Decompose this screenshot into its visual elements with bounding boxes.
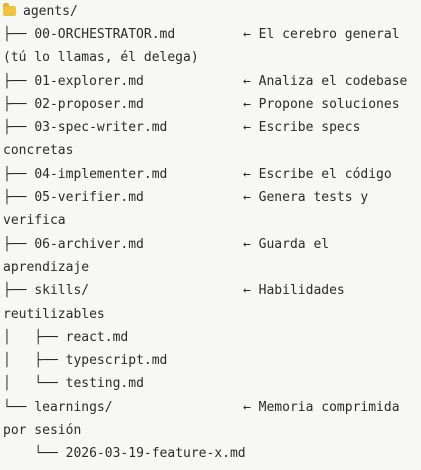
comment-continuation: reutilizables (3, 303, 421, 326)
tree-branch: ├── (3, 73, 35, 89)
file-name: 06-archiver.md (34, 236, 144, 252)
file-name: 2026-03-19-feature-x.md (65, 446, 246, 462)
file-comment: ← Genera tests y (243, 190, 369, 206)
tree-branch: ├── (3, 236, 35, 252)
file-name: 00-ORCHESTRATOR.md (34, 27, 176, 42)
tree-entry-skills: ├── skills/ ← Habilidades (3, 279, 421, 302)
folder-name: skills/ (34, 283, 90, 299)
file-name: 01-explorer.md (34, 73, 144, 89)
file-name: 04-implementer.md (34, 166, 168, 182)
comment-continuation: por sesión (3, 419, 421, 442)
tree-branch: │ ├── (3, 329, 66, 345)
comment-continuation: aprendizaje (3, 256, 421, 279)
tree-entry-explorer: ├── 01-explorer.md ← Analiza el codebase (3, 70, 421, 93)
file-name: testing.md (65, 376, 144, 392)
file-comment: ← Analiza el codebase (243, 73, 408, 89)
file-name: 05-verifier.md (34, 190, 144, 206)
tree-branch: │ ├── (3, 353, 66, 369)
file-name: 03-spec-writer.md (34, 120, 168, 136)
tree-branch: └── (3, 446, 66, 462)
file-comment-continuation: por sesión (3, 423, 82, 439)
file-comment-continuation: concretas (3, 143, 74, 159)
tree-entry-implementer: ├── 04-implementer.md ← Escribe el código (3, 163, 421, 186)
tree-entry-spec-writer: ├── 03-spec-writer.md ← Escribe specs (3, 116, 421, 139)
file-comment: ← Escribe el código (243, 166, 392, 182)
tree-branch: ├── (3, 120, 35, 136)
tree-branch: ├── (3, 283, 35, 299)
tree-branch: ├── (3, 190, 35, 206)
file-name: typescript.md (65, 353, 168, 369)
tree-branch: │ └── (3, 376, 66, 392)
folder-name: learnings/ (34, 399, 113, 415)
comment-continuation: concretas (3, 139, 421, 162)
file-comment: ← Escribe specs (243, 120, 361, 136)
tree-entry-orchestrator: ├── 00-ORCHESTRATOR.md ← El cerebro gener… (3, 23, 421, 46)
root-folder-name: agents/ (23, 4, 78, 19)
file-comment: ← El cerebro general (243, 27, 400, 42)
file-comment: ← Propone soluciones (243, 96, 400, 112)
tree-entry-react: │ ├── react.md (3, 326, 421, 349)
tree-branch: ├── (3, 166, 35, 182)
tree-entry-verifier: ├── 05-verifier.md ← Genera tests y (3, 186, 421, 209)
tree-entry-proposer: ├── 02-proposer.md ← Propone soluciones (3, 93, 421, 116)
file-comment-continuation: (tú lo llamas, él delega) (3, 50, 199, 66)
folder-icon (3, 3, 16, 16)
comment-continuation: (tú lo llamas, él delega) (3, 46, 421, 69)
comment-continuation: verifica (3, 209, 421, 232)
tree-root: agents/ (3, 0, 421, 23)
tree-entry-typescript: │ ├── typescript.md (3, 349, 421, 372)
file-comment-continuation: aprendizaje (3, 259, 90, 275)
file-comment: ← Habilidades (243, 283, 345, 299)
file-name: 02-proposer.md (34, 96, 144, 112)
file-comment-continuation: reutilizables (3, 306, 105, 322)
tree-branch: ├── (3, 96, 35, 112)
file-comment: ← Guarda el (243, 236, 330, 252)
file-comment: ← Memoria comprimida (243, 399, 400, 415)
tree-entry-feature-x: └── 2026-03-19-feature-x.md (3, 442, 421, 465)
tree-entry-archiver: ├── 06-archiver.md ← Guarda el (3, 233, 421, 256)
tree-branch: └── (3, 399, 35, 415)
tree-branch: ├── (3, 27, 35, 42)
file-name: react.md (65, 329, 129, 345)
file-comment-continuation: verifica (3, 213, 66, 229)
tree-entry-learnings: └── learnings/ ← Memoria comprimida (3, 396, 421, 419)
tree-entry-testing: │ └── testing.md (3, 372, 421, 395)
